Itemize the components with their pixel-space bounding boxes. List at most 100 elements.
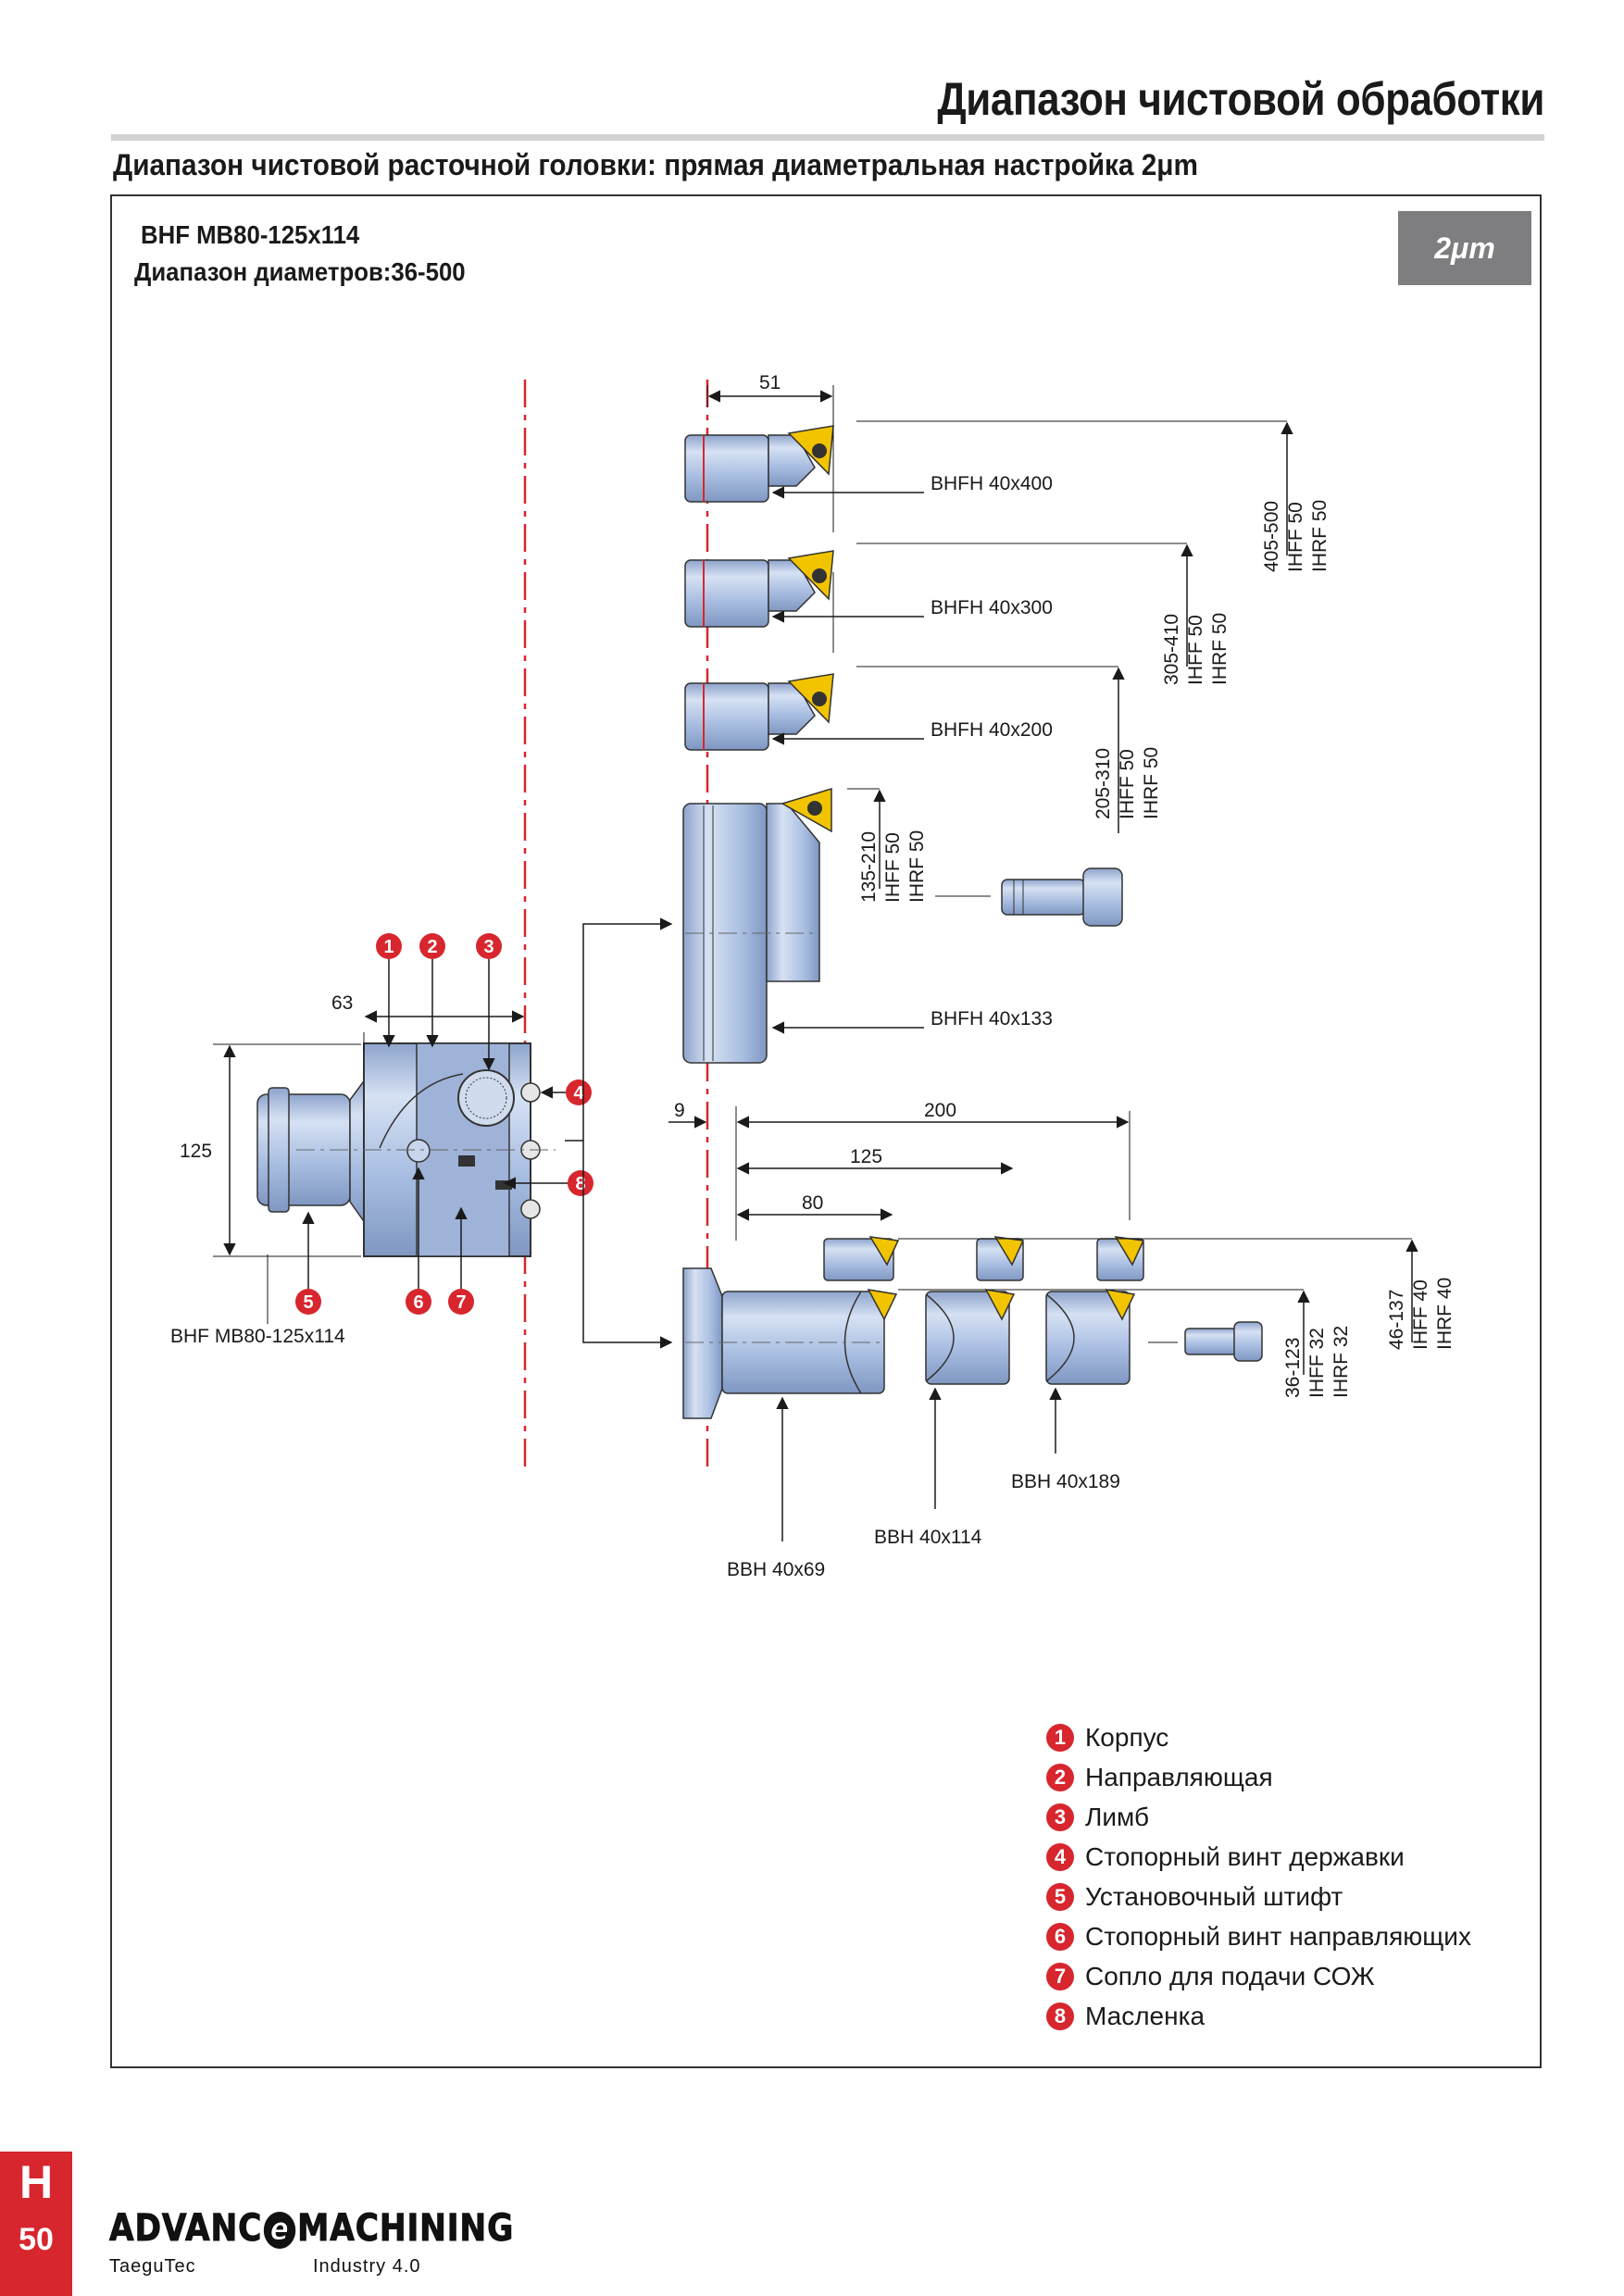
svg-text:IHRF 50: IHRF 50 — [1141, 747, 1162, 819]
callout-1: 1 — [376, 933, 402, 959]
svg-text:IHFF 50: IHFF 50 — [1117, 749, 1138, 819]
range-36-123: 36-123 IHFF 32 IHRF 32 — [1282, 1326, 1352, 1398]
callout-3: 3 — [476, 933, 502, 959]
dim-9-label: 9 — [674, 1100, 685, 1121]
model-name: BHF MB80-125x114 — [141, 220, 360, 249]
dim-125b-label: 125 — [850, 1146, 882, 1167]
svg-text:IHRF 32: IHRF 32 — [1330, 1326, 1352, 1398]
svg-text:IHRF 50: IHRF 50 — [1209, 613, 1230, 685]
svg-text:405-500: 405-500 — [1261, 501, 1282, 572]
dim-63-label: 63 — [331, 992, 353, 1014]
svg-text:7: 7 — [456, 1292, 466, 1313]
svg-text:6: 6 — [413, 1292, 423, 1313]
legend-item: 5 Установочный штифт — [1046, 1877, 1471, 1916]
legend-text: Направляющая — [1085, 1762, 1273, 1791]
boring-head-body — [256, 1042, 556, 1257]
legend-item: 3 Лимб — [1046, 1797, 1471, 1837]
label-bhfh-200: BHFH 40x200 — [931, 719, 1053, 741]
legend-text: Корпус — [1085, 1722, 1169, 1752]
holder-screw-large — [1001, 867, 1123, 927]
callout-6: 6 — [406, 1289, 431, 1315]
brand-left-text: ADVANC — [109, 2207, 263, 2251]
section-tab — [0, 2152, 72, 2296]
legend-number: 4 — [1046, 1842, 1074, 1871]
dim-125-label: 125 — [180, 1141, 212, 1162]
dim-51-label: 51 — [759, 372, 781, 393]
precision-badge: 2μm — [1398, 211, 1531, 285]
holder-bbh-114 — [925, 1289, 1016, 1385]
holder-bhfh-200 — [684, 673, 834, 751]
holder-bhfh-300 — [684, 550, 834, 628]
holder-bhfh-400 — [684, 425, 834, 503]
svg-text:2: 2 — [427, 937, 437, 957]
legend-number: 8 — [1046, 2002, 1074, 2030]
holder-bhfh-133 — [682, 787, 832, 1064]
label-bbh-189: BBH 40x189 — [1011, 1471, 1120, 1492]
svg-text:IHFF 50: IHFF 50 — [882, 832, 904, 903]
brand-e-icon: e — [264, 2212, 296, 2249]
legend-number: 3 — [1046, 1803, 1074, 1831]
legend-text: Установочный штифт — [1085, 1881, 1343, 1911]
brand-sub-right: Industry 4.0 — [313, 2256, 421, 2277]
range-135-210: 135-210 IHFF 50 IHRF 50 — [858, 830, 928, 903]
svg-text:5: 5 — [303, 1292, 313, 1313]
callout-4: 4 — [566, 1079, 592, 1105]
legend-text: Стопорный винт державки — [1085, 1841, 1405, 1871]
legend-item: 1 Корпус — [1046, 1717, 1471, 1757]
section-tab-letter: H — [19, 2156, 54, 2208]
legend-text: Сопло для подачи СОЖ — [1085, 1961, 1375, 1990]
svg-text:IHFF 50: IHFF 50 — [1185, 615, 1206, 685]
section-subtitle: Диапазон чистовой расточной головки: пря… — [113, 148, 1198, 181]
brand-right-text: MACHINING — [297, 2207, 515, 2251]
dim-200-label: 200 — [924, 1100, 956, 1121]
range-46-137: 46-137 IHFF 40 IHRF 40 — [1386, 1278, 1455, 1350]
legend-item: 6 Стопорный винт направляющих — [1046, 1916, 1471, 1956]
callout-8: 8 — [568, 1170, 593, 1196]
label-bhfh-400: BHFH 40x400 — [931, 473, 1053, 494]
legend-number: 6 — [1046, 1922, 1074, 1951]
svg-text:46-137: 46-137 — [1386, 1290, 1407, 1350]
svg-text:IHRF 50: IHRF 50 — [1309, 500, 1330, 572]
svg-text:IHRF 50: IHRF 50 — [906, 830, 928, 903]
legend-text: Масленка — [1085, 2001, 1206, 2030]
small-inserts-row — [823, 1236, 1145, 1281]
holder-bbh-69 — [682, 1267, 898, 1419]
page-title: Диапазон чистовой обработки — [937, 73, 1544, 125]
holder-bbh-189 — [1045, 1289, 1136, 1385]
legend-number: 5 — [1046, 1882, 1074, 1911]
svg-text:3: 3 — [483, 937, 493, 957]
svg-text:4: 4 — [573, 1083, 584, 1104]
svg-text:IHFF 50: IHFF 50 — [1285, 502, 1306, 572]
svg-text:IHFF 40: IHFF 40 — [1410, 1279, 1431, 1350]
legend-item: 8 Масленка — [1046, 1996, 1471, 2036]
legend-number: 1 — [1046, 1723, 1074, 1752]
legend-text: Стопорный винт направляющих — [1085, 1921, 1471, 1951]
label-bhfh-133: BHFH 40x133 — [931, 1008, 1053, 1029]
diagram-frame — [110, 194, 1542, 2068]
legend-item: 4 Стопорный винт державки — [1046, 1837, 1471, 1877]
svg-text:205-310: 205-310 — [1093, 748, 1114, 819]
svg-text:36-123: 36-123 — [1282, 1338, 1304, 1398]
legend-text: Лимб — [1085, 1802, 1149, 1831]
title-divider — [111, 134, 1544, 141]
label-bhfh-300: BHFH 40x300 — [931, 597, 1053, 618]
label-bbh-69: BBH 40x69 — [727, 1559, 825, 1580]
svg-text:1: 1 — [383, 937, 394, 957]
callout-7: 7 — [448, 1289, 474, 1315]
callout-2: 2 — [419, 933, 445, 959]
range-205-310: 205-310 IHFF 50 IHRF 50 — [1093, 747, 1162, 819]
range-305-410: 305-410 IHFF 50 IHRF 50 — [1161, 613, 1230, 685]
diameter-range: Диапазон диаметров:36-500 — [134, 257, 466, 286]
callout-5: 5 — [295, 1289, 321, 1315]
label-bbh-114: BBH 40x114 — [874, 1527, 982, 1548]
body-model-label: BHF MB80-125x114 — [170, 1326, 345, 1347]
page-number: 50 — [19, 2222, 54, 2257]
svg-text:135-210: 135-210 — [858, 831, 880, 903]
holder-screw-small — [1184, 1321, 1263, 1362]
dim-80-label: 80 — [802, 1192, 823, 1214]
range-405-500: 405-500 IHFF 50 IHRF 50 — [1261, 500, 1330, 572]
